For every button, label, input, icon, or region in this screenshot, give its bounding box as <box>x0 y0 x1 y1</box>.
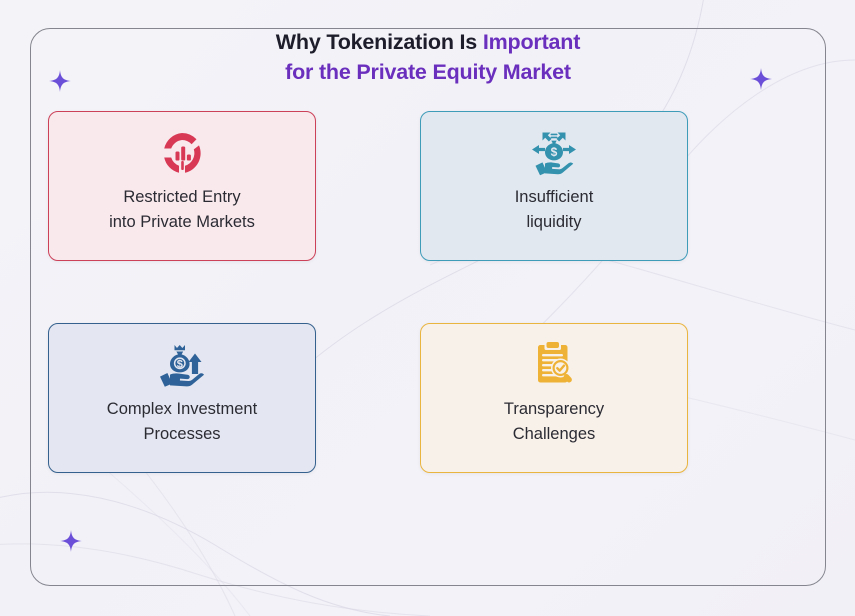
sparkle-bottom-left-icon <box>60 530 82 552</box>
page-title-segment-dark: Why Tokenization Is <box>275 30 483 54</box>
card-transparency-challenges[interactable]: Transparency Challenges <box>420 323 688 473</box>
card-complex-investment-processes[interactable]: $ Complex Investment Processes <box>48 323 316 473</box>
svg-text:$: $ <box>551 145 558 159</box>
clipboard-magnifier-check-icon <box>528 339 580 391</box>
page-title-line-2: for the Private Equity Market <box>285 60 571 84</box>
hand-money-bag-arrows-icon: $ <box>528 127 580 179</box>
sparkle-top-right-icon <box>750 68 772 90</box>
page-title-line-1: Why Tokenization Is Important <box>30 27 826 57</box>
card-restricted-entry[interactable]: Restricted Entry into Private Markets <box>48 111 316 261</box>
page-title-segment-accent: Important <box>482 30 581 54</box>
card-label: Restricted Entry into Private Markets <box>109 188 255 231</box>
hand-money-bag-growth-icon: $ <box>156 339 208 391</box>
card-grid: Restricted Entry into Private Markets <box>48 111 748 473</box>
page-title: Why Tokenization Is Important for the Pr… <box>30 27 826 87</box>
card-label: Complex Investment Processes <box>106 400 258 443</box>
card-label: Transparency Challenges <box>503 400 605 443</box>
donut-bar-chart-icon <box>156 127 208 179</box>
card-label: Insufficient liquidity <box>514 188 594 231</box>
content-panel <box>30 28 826 586</box>
card-insufficient-liquidity[interactable]: $ Insufficient liquidity <box>420 111 688 261</box>
svg-text:$: $ <box>177 358 183 370</box>
sparkle-top-left-icon <box>49 70 71 92</box>
